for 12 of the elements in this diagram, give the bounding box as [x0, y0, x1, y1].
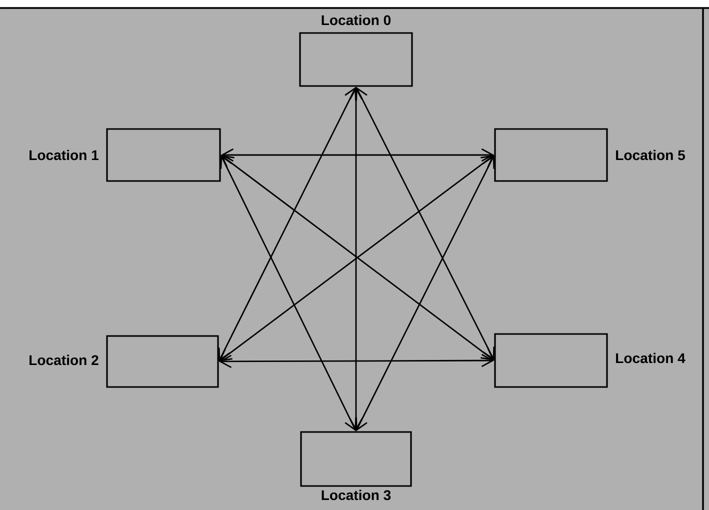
- location-label: Location 0: [322, 14, 391, 26]
- location-label: Location 2: [30, 354, 98, 366]
- arrow: [356, 154, 495, 432]
- location-label: Location 1: [30, 150, 98, 160]
- location-label: Location 3: [322, 490, 391, 500]
- location-label: Location 4: [616, 352, 686, 364]
- arrow: [220, 154, 357, 432]
- arrow: [218, 354, 494, 368]
- arrow: [220, 148, 494, 162]
- arrow: [218, 86, 356, 362]
- location-label: Location 5: [616, 150, 685, 160]
- arrow: [356, 86, 495, 360]
